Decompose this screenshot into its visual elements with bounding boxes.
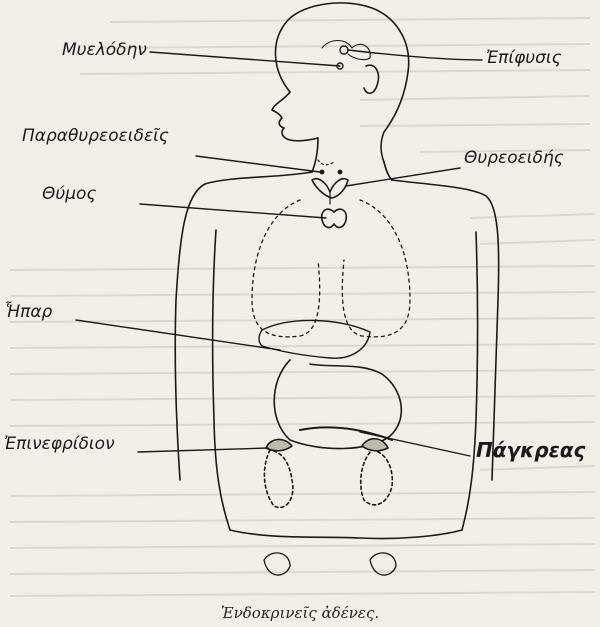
neck-outline xyxy=(312,138,318,172)
brain-detail xyxy=(322,41,370,60)
lung-right-dotted xyxy=(342,200,410,337)
leader-thyroid xyxy=(346,168,460,186)
ear-outline xyxy=(364,65,378,93)
liver xyxy=(259,320,370,358)
head-outline xyxy=(275,3,408,162)
label-liver: Ἧπαρ xyxy=(4,304,52,321)
label-adrenal: Ἐπινεφρίδιον xyxy=(4,436,115,453)
adrenal-left xyxy=(266,439,292,450)
gonad-left xyxy=(264,553,290,575)
leader-adrenal xyxy=(138,448,268,452)
gonad-right xyxy=(370,553,396,575)
face-profile xyxy=(272,92,318,141)
label-thyroid: Θυρεοειδής xyxy=(464,150,564,167)
pancreas xyxy=(300,427,392,440)
torso-outline xyxy=(175,172,312,480)
stomach xyxy=(274,360,401,449)
leader-parathyroid xyxy=(196,156,320,172)
lung-left-dotted xyxy=(252,200,320,337)
pineal-gland xyxy=(340,46,348,54)
label-pineal: Ἐπίφυσις xyxy=(486,50,562,67)
kidney-right xyxy=(361,450,393,505)
waist-lower xyxy=(230,530,462,539)
leader-thymus xyxy=(140,204,326,218)
parathyroid-gland xyxy=(320,170,323,173)
leader-pituitary xyxy=(150,52,340,66)
left-arm-inner xyxy=(213,230,230,530)
right-arm-inner xyxy=(462,232,478,530)
figure-caption: Ἐνδοκρινεῖς ἀδένες. xyxy=(0,604,600,622)
label-pituitary: Μυελόδην xyxy=(62,42,147,59)
label-pancreas: Πάγκρεας xyxy=(476,440,585,460)
label-parathyroid: Παραθυρεοειδεῖς xyxy=(22,128,169,145)
label-thymus: Θύμος xyxy=(42,186,96,203)
kidney-left xyxy=(264,450,292,507)
leader-liver xyxy=(76,320,280,350)
